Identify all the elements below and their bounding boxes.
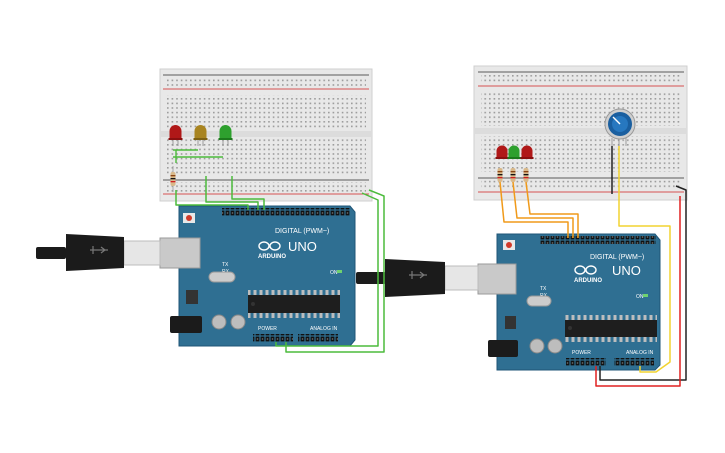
crystal (526, 295, 552, 307)
power-rail-holes (166, 77, 366, 87)
potentiometer[interactable] (604, 108, 636, 146)
center-channel (474, 128, 687, 134)
chip-notch (568, 326, 572, 330)
breadboard-wires (173, 149, 223, 163)
usb-cable-left[interactable] (36, 234, 161, 271)
board-pcb (178, 205, 356, 347)
wire-orange (512, 181, 574, 238)
dc-power-jack[interactable] (170, 316, 202, 333)
brand-label: ARDUINO (574, 278, 602, 284)
power-header (253, 334, 293, 342)
power-led (337, 270, 342, 273)
led-red[interactable] (520, 145, 534, 160)
digital-label: DIGITAL (PWM~) (590, 254, 644, 261)
resistor[interactable] (497, 168, 503, 182)
led-yellow[interactable] (193, 125, 208, 146)
wire-orange (525, 181, 579, 238)
reset-button[interactable] (506, 242, 512, 248)
dc-power-jack[interactable] (488, 340, 518, 357)
wires-left (175, 176, 385, 353)
power-label: POWER (572, 350, 591, 356)
power-led (643, 294, 648, 297)
terminal-holes-top (481, 92, 681, 126)
digital-header (310, 208, 350, 216)
uno-label: UNO (288, 239, 317, 254)
wire-green (275, 192, 379, 347)
wire-yellow (618, 146, 671, 373)
wire-black (599, 185, 687, 381)
capacitor (211, 314, 227, 330)
analog-label: ANALOG IN (626, 350, 654, 356)
right-breadboard (473, 65, 688, 201)
usb-port[interactable] (159, 237, 201, 269)
arduino-logo: ARDUINO (258, 241, 286, 260)
capacitor (230, 314, 246, 330)
uno-label: UNO (612, 263, 641, 278)
chip-pins (565, 337, 657, 342)
capacitor (547, 338, 563, 354)
analog-label: ANALOG IN (310, 326, 338, 332)
chip-notch (251, 302, 255, 306)
usb-icon (90, 246, 108, 254)
left-breadboard (159, 68, 373, 202)
digital-header (222, 208, 310, 216)
wires-right (499, 146, 687, 387)
analog-header (614, 358, 654, 366)
capacitor (529, 338, 545, 354)
usb-icon (409, 271, 427, 279)
voltage-regulator (186, 290, 198, 304)
led-red[interactable] (495, 145, 509, 160)
usb-port[interactable] (477, 263, 517, 295)
arduino-board-right: DIGITAL (PWM~) ARDUINO UNO TX RX ON POWE… (477, 233, 661, 371)
chip-pins (248, 290, 340, 295)
wire-green (285, 189, 385, 353)
terminal-holes-top (166, 95, 366, 129)
resistor[interactable] (170, 166, 176, 192)
usb-cable-right[interactable] (356, 259, 479, 297)
tx-label: TX (540, 286, 547, 292)
power-rail-holes (481, 74, 681, 84)
wire-green (175, 190, 249, 210)
chip-pins (565, 315, 657, 320)
center-channel (160, 131, 372, 137)
crystal (208, 271, 236, 283)
chip-pins (248, 313, 340, 318)
analog-header (298, 334, 338, 342)
resistor[interactable] (523, 168, 529, 182)
digital-header (540, 236, 618, 244)
on-label: ON (636, 294, 644, 300)
wire-green (231, 176, 265, 210)
led-green[interactable] (507, 145, 521, 160)
tx-label: TX (222, 262, 229, 268)
voltage-regulator (505, 316, 516, 329)
brand-label: ARDUINO (258, 254, 286, 260)
wire-orange (499, 181, 569, 238)
arduino-board-left: DIGITAL (PWM~) ARDUINO UNO TX RX ON POWE… (159, 205, 356, 347)
power-label: POWER (258, 326, 277, 332)
led-red[interactable] (168, 125, 183, 146)
arduino-logo: ARDUINO (574, 265, 602, 284)
atmega-chip (248, 295, 340, 313)
power-header (566, 358, 606, 366)
wire-green (205, 176, 259, 210)
wire-red (595, 196, 681, 387)
atmega-chip (565, 320, 657, 337)
resistor[interactable] (510, 168, 516, 182)
power-rail-holes (481, 180, 681, 190)
digital-label: DIGITAL (PWM~) (275, 228, 329, 235)
reset-button[interactable] (186, 215, 192, 221)
power-rail-holes (166, 182, 366, 192)
led-green[interactable] (218, 125, 233, 146)
digital-header (618, 236, 656, 244)
on-label: ON (330, 270, 338, 276)
